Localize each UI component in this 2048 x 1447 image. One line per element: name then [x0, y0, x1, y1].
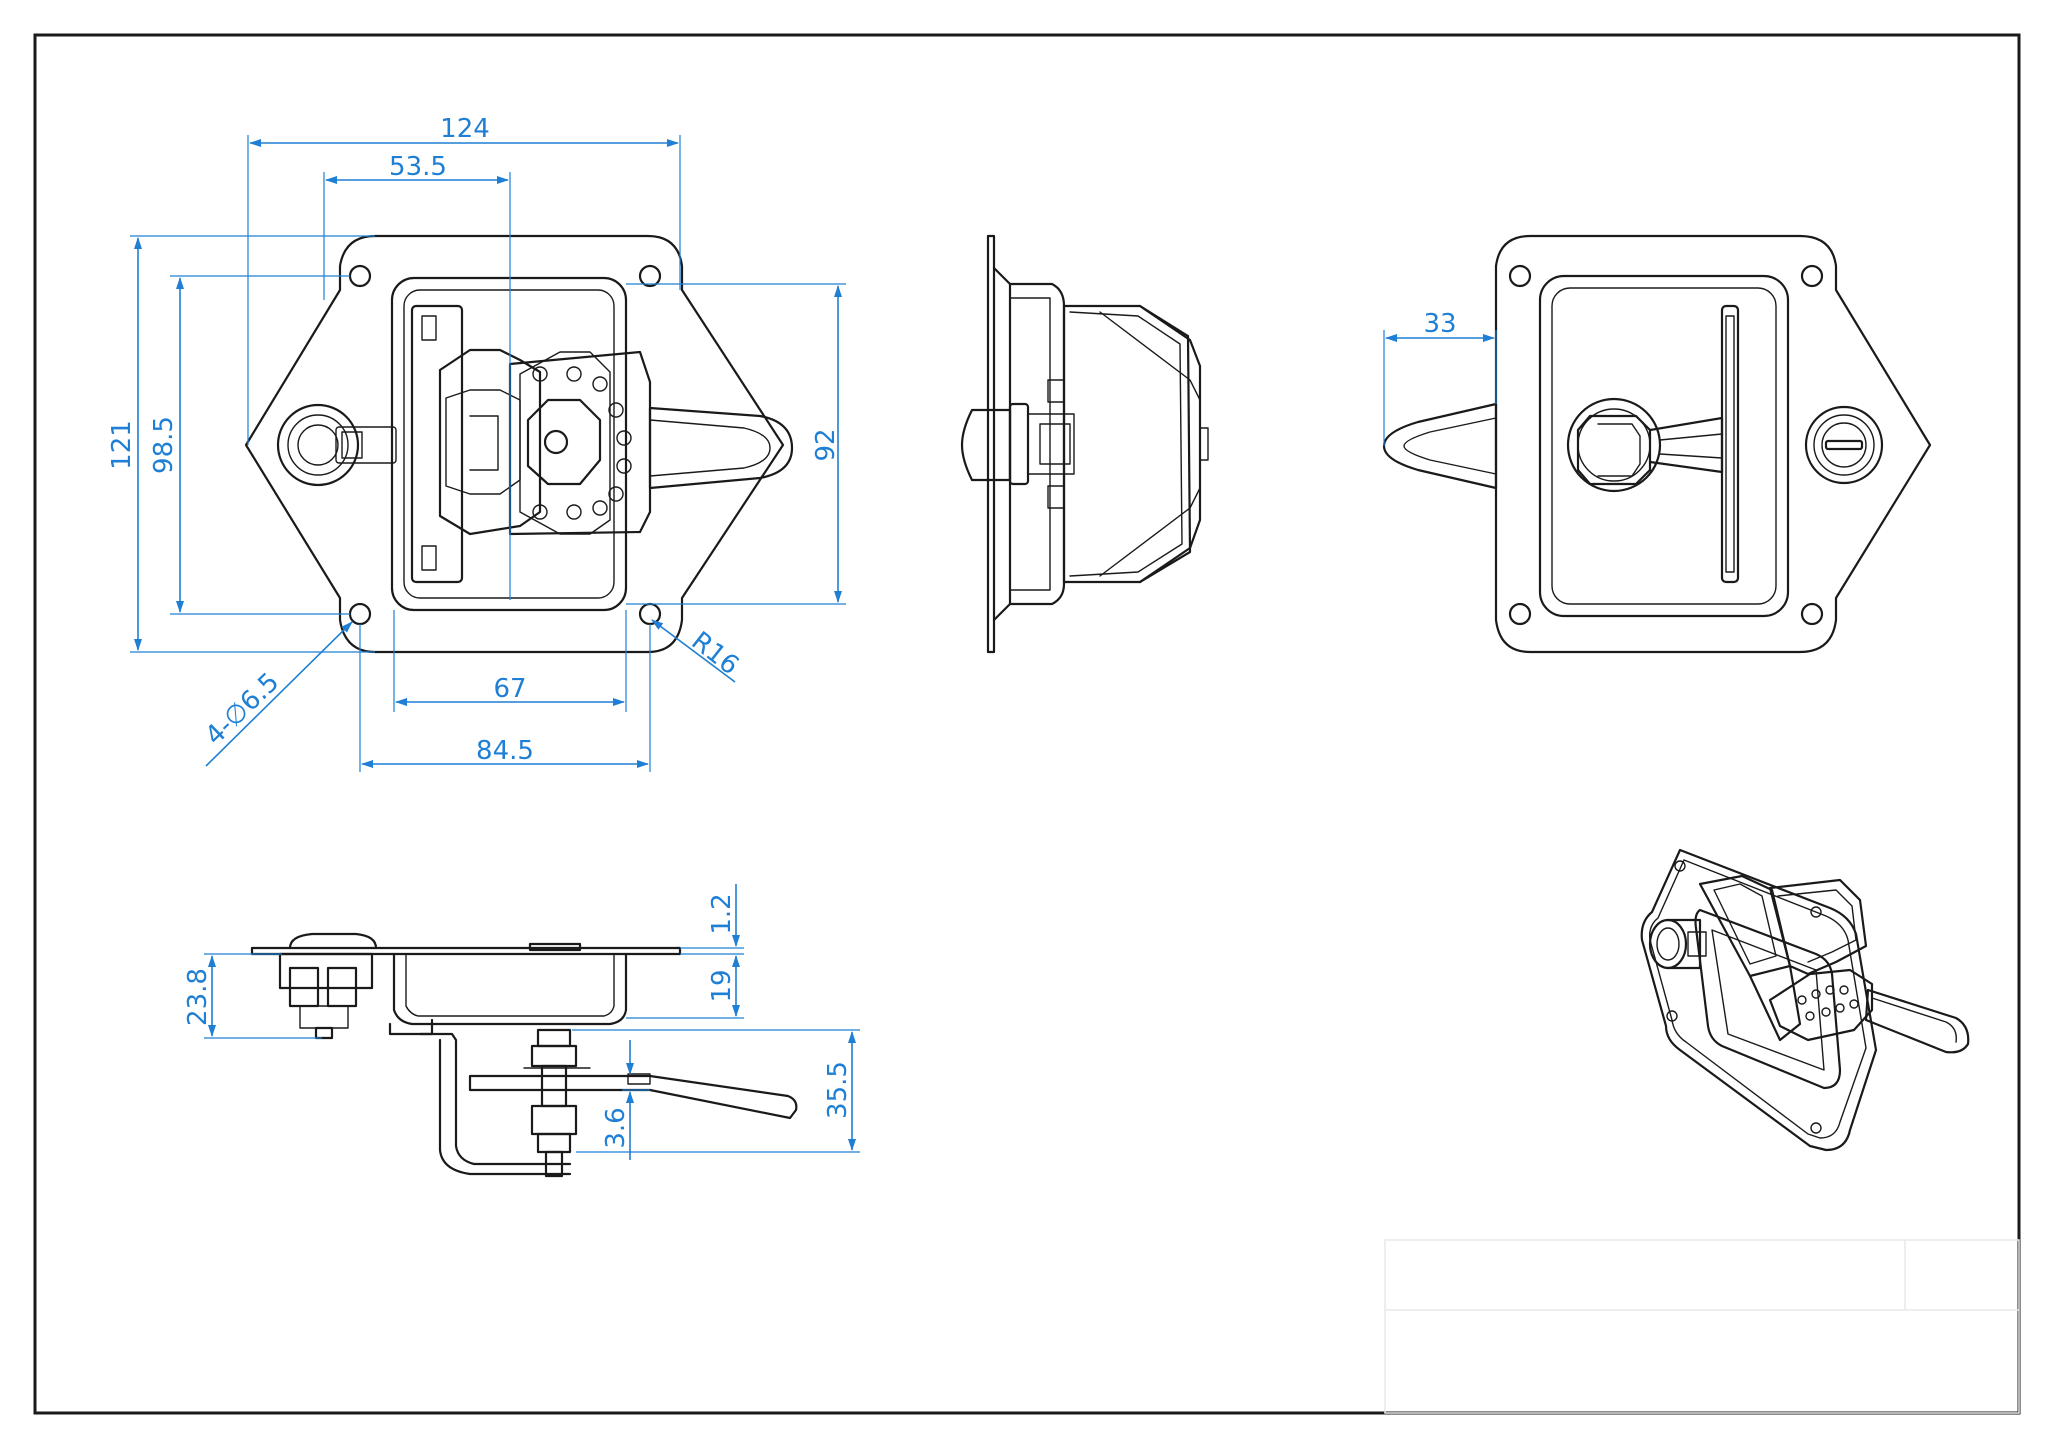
dim-latch-depth: 35.5	[823, 1061, 853, 1119]
dim-handle-reach: 33	[1423, 309, 1456, 339]
front-view-dimensions: 124 53.5 121 98.5 92 67 84.5 R16	[107, 114, 846, 772]
dim-cylinder-depth: 23.8	[183, 968, 213, 1026]
drawing-border	[33, 33, 2021, 1415]
dim-top-width: 124	[440, 114, 490, 144]
dim-hole-spacing-horizontal: 84.5	[476, 736, 534, 766]
isometric-view	[1640, 848, 1970, 1152]
rear-view	[1382, 234, 1932, 654]
title-block	[1384, 1239, 2020, 1414]
dim-mount-holes: 4-∅6.5	[200, 667, 286, 751]
front-view	[244, 234, 794, 654]
bottom-view-dimensions: 23.8 1.2 19 35.5 3.6	[183, 884, 860, 1160]
bottom-view	[250, 932, 798, 1178]
dim-pocket-depth: 19	[707, 969, 737, 1002]
dim-pocket-height: 92	[811, 428, 841, 461]
dim-cam-thickness: 3.6	[601, 1107, 631, 1148]
side-view	[960, 234, 1209, 654]
dim-overall-height: 121	[107, 420, 137, 470]
dim-hole-center-offset: 53.5	[389, 152, 447, 182]
dim-corner-radius: R16	[686, 626, 745, 681]
dim-pocket-width: 67	[493, 674, 526, 704]
dim-hole-spacing-vertical: 98.5	[149, 416, 179, 474]
dim-flange-thickness: 1.2	[707, 893, 737, 934]
rear-view-dimensions: 33	[1383, 309, 1497, 446]
